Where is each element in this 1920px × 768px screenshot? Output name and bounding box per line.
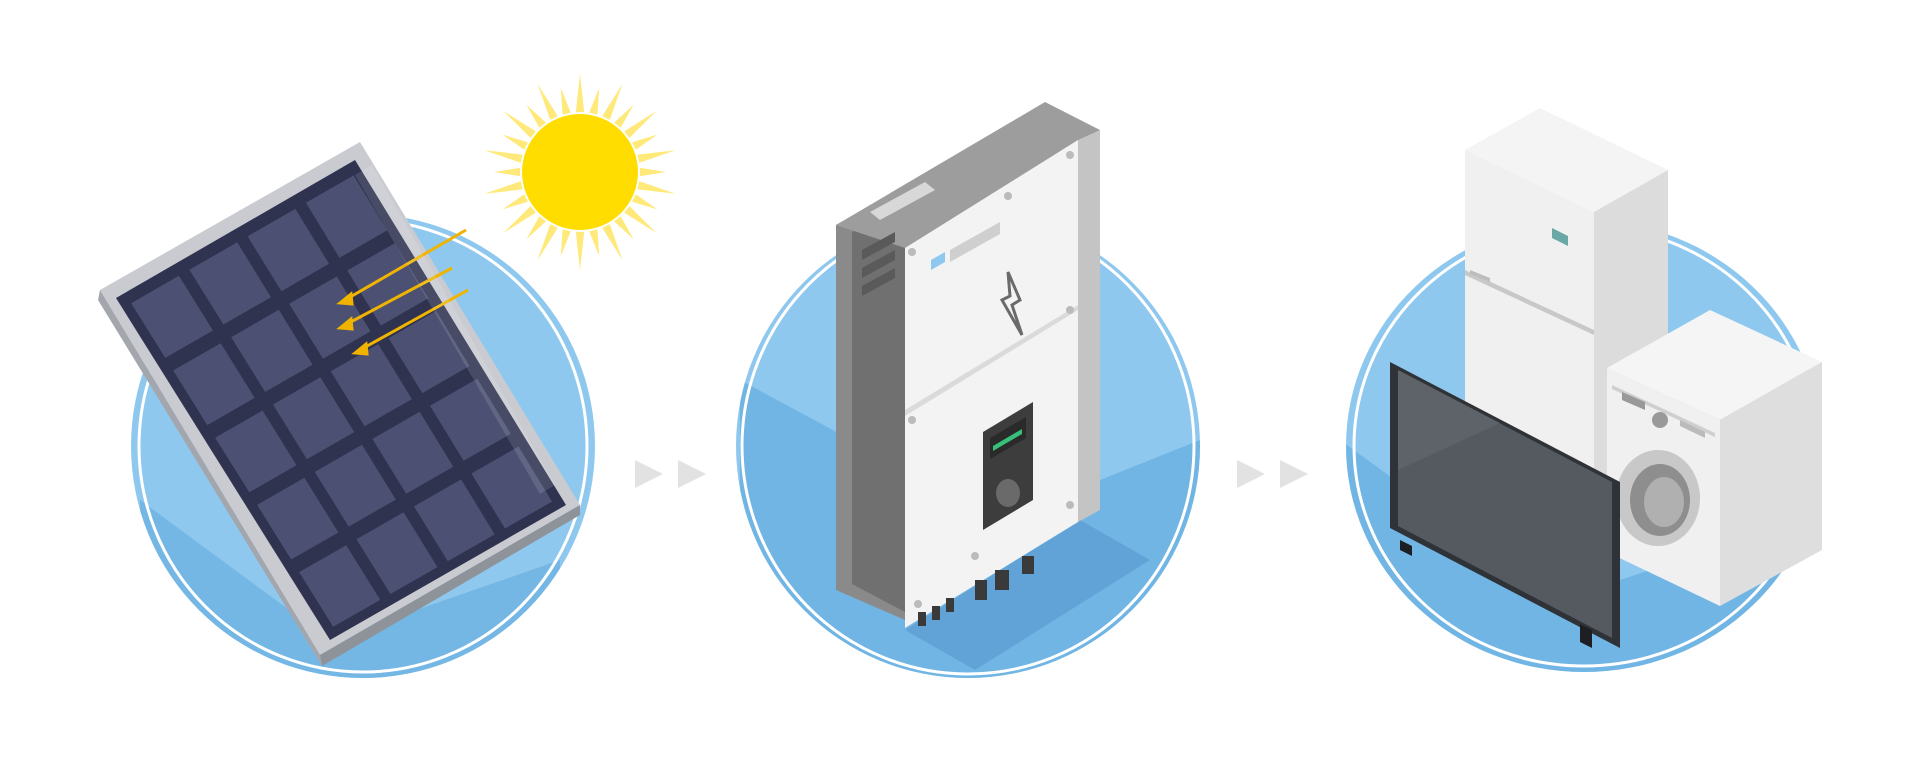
sun-ray (484, 150, 523, 163)
solar-cell (289, 276, 371, 359)
sun-ray (494, 167, 521, 177)
solar-cell (189, 242, 271, 325)
solar-cell (414, 479, 495, 562)
washing-machine-icon (1607, 310, 1822, 606)
solar-cell (356, 512, 438, 594)
sun-icon (484, 74, 676, 270)
sun-ray (560, 88, 571, 115)
sun-ray (614, 104, 634, 128)
solar-cell (305, 175, 388, 258)
solar-cell (257, 477, 339, 560)
sun-ray (589, 88, 600, 115)
sun-ray (503, 206, 536, 234)
sun-ray (639, 167, 666, 177)
solar-cell (299, 545, 381, 627)
sun-ray (560, 229, 571, 256)
sun-ray (589, 229, 600, 256)
flow-arrow-2 (1237, 460, 1308, 488)
solar-cell (273, 377, 355, 460)
sun-ray (537, 224, 558, 261)
sun-ray (624, 110, 657, 138)
solar-cell (247, 208, 329, 292)
solar-cell (347, 243, 429, 326)
solar-cell (430, 378, 511, 461)
sun-ray (537, 83, 558, 120)
solar-cell (471, 446, 552, 529)
television-icon (1390, 362, 1620, 648)
sun-ray (624, 206, 657, 234)
step-inverter (736, 102, 1200, 678)
solar-cell (231, 309, 313, 392)
sun-ray (502, 194, 528, 210)
solar-cell (314, 444, 396, 527)
sunlight-arrows (336, 228, 469, 356)
step-appliances (1346, 108, 1822, 672)
sun-ray (632, 134, 658, 150)
solar-cell (215, 410, 297, 493)
solar-panel-icon (98, 142, 580, 666)
sun-ray (575, 74, 585, 113)
sun-ray (637, 150, 676, 163)
sun-ray (502, 134, 528, 150)
sun-ray (503, 110, 536, 138)
solar-cell (173, 343, 255, 426)
sun-ray (637, 181, 676, 194)
sun-ray (526, 104, 546, 128)
home-appliances-icon (1390, 108, 1822, 648)
sun-ray (526, 216, 546, 240)
solar-cell (372, 411, 454, 494)
solar-cell (330, 344, 412, 427)
sun-ray (602, 83, 623, 120)
flow-arrow-1 (635, 460, 706, 488)
step-solar-panel (98, 74, 676, 678)
solar-cell (131, 275, 213, 358)
solar-cell (388, 310, 470, 394)
sun-ray (632, 194, 658, 210)
sun-ray (484, 181, 523, 194)
sun-ray (614, 216, 634, 240)
sun-ray (575, 231, 585, 270)
sun-ray (602, 224, 623, 261)
inverter-icon (836, 102, 1150, 670)
lightning-bolt-icon (999, 271, 1024, 336)
